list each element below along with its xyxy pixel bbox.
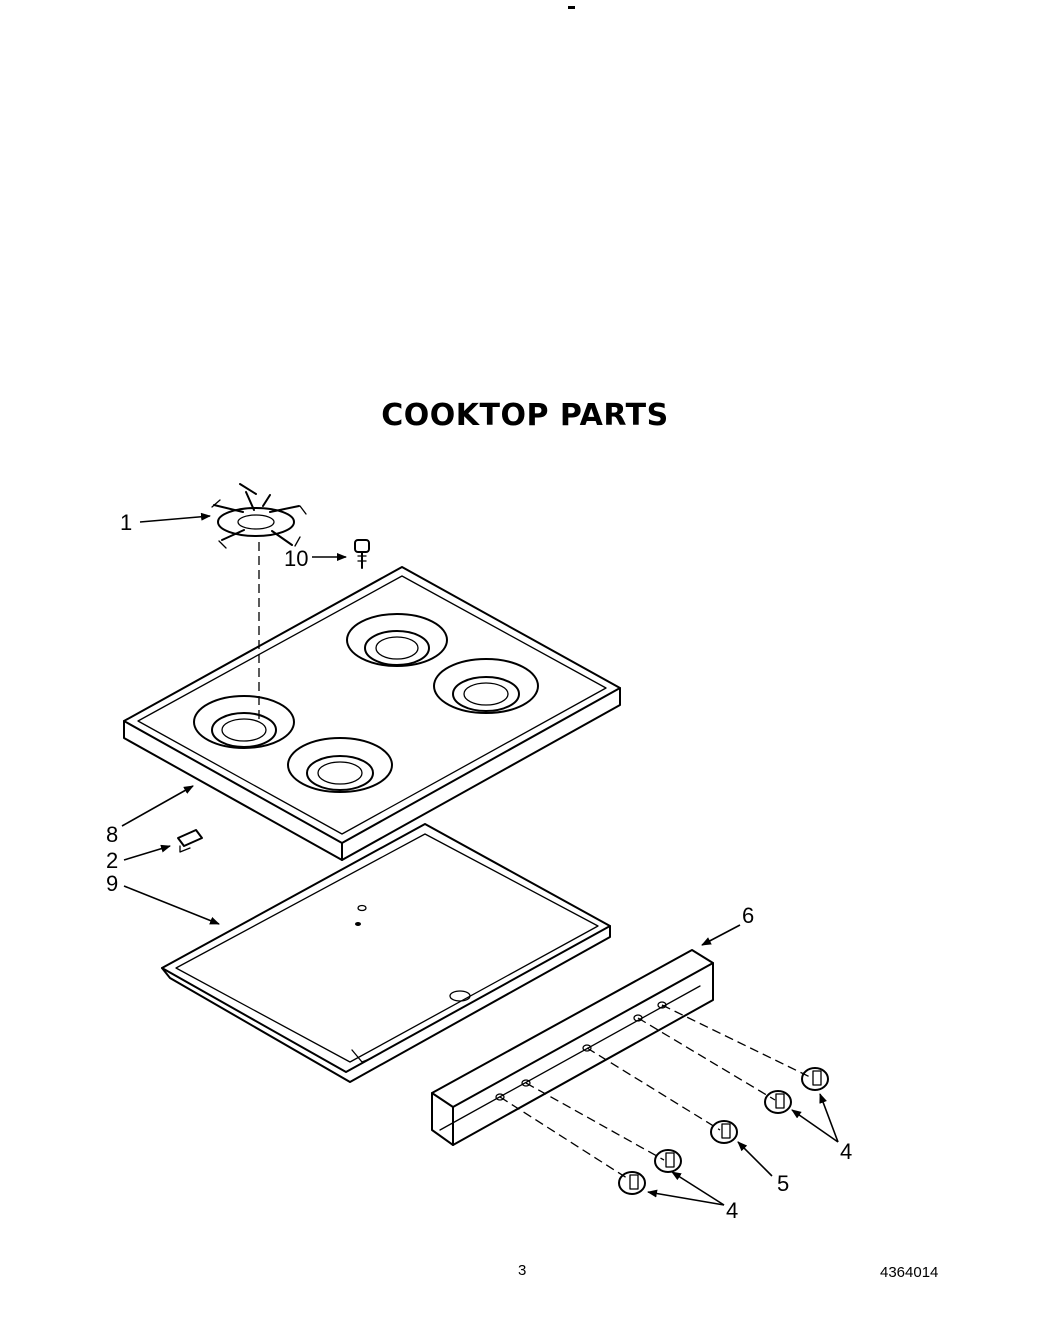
- leader-8: [121, 785, 194, 827]
- page-number: 3: [518, 1262, 527, 1279]
- leader-4-right-a: [819, 1093, 839, 1143]
- burner-front-left: [193, 695, 295, 749]
- control-knob-5: [801, 1067, 829, 1091]
- callout-6: 6: [742, 903, 755, 928]
- leader-5: [737, 1141, 773, 1177]
- callout-10: 10: [284, 546, 309, 571]
- burner-rear-right: [433, 658, 539, 714]
- burner-rear-left: [346, 613, 448, 667]
- callout-2: 2: [106, 848, 119, 873]
- burner-front-right: [287, 737, 393, 793]
- leader-9: [123, 885, 220, 925]
- control-knob-1: [618, 1171, 646, 1195]
- screw-part: [354, 539, 370, 569]
- callout-9: 9: [106, 871, 119, 896]
- burner-grate-part: [211, 483, 307, 549]
- control-knob-3: [710, 1120, 738, 1144]
- burner-box-part: [161, 823, 611, 1083]
- part-number: 4364014: [880, 1264, 939, 1281]
- knob-alignment-line-2: [525, 1082, 665, 1161]
- leader-4-right-b: [791, 1109, 839, 1143]
- callout-4-bottom: 4: [726, 1198, 739, 1223]
- leader-2: [123, 844, 171, 861]
- knob-alignment-line-4: [637, 1017, 776, 1101]
- control-knob-4: [764, 1090, 792, 1114]
- callout-8: 8: [106, 822, 119, 847]
- leader-6: [701, 924, 741, 946]
- callout-4-right: 4: [840, 1139, 853, 1164]
- control-panel-part: [431, 949, 714, 1146]
- clip-part: [177, 829, 203, 853]
- callout-5: 5: [777, 1171, 790, 1196]
- leader-4-bottom-a: [671, 1171, 725, 1206]
- leader-4-bottom-b: [647, 1189, 725, 1206]
- callout-1: 1: [120, 510, 133, 535]
- control-knob-2: [654, 1149, 682, 1173]
- cooktop-part: [123, 566, 621, 861]
- knob-alignment-line-1: [499, 1096, 631, 1181]
- scan-mark: [568, 6, 575, 9]
- page-title: COOKTOP PARTS: [381, 398, 669, 433]
- leader-1: [139, 512, 211, 523]
- knob-alignment-line-3: [586, 1047, 721, 1131]
